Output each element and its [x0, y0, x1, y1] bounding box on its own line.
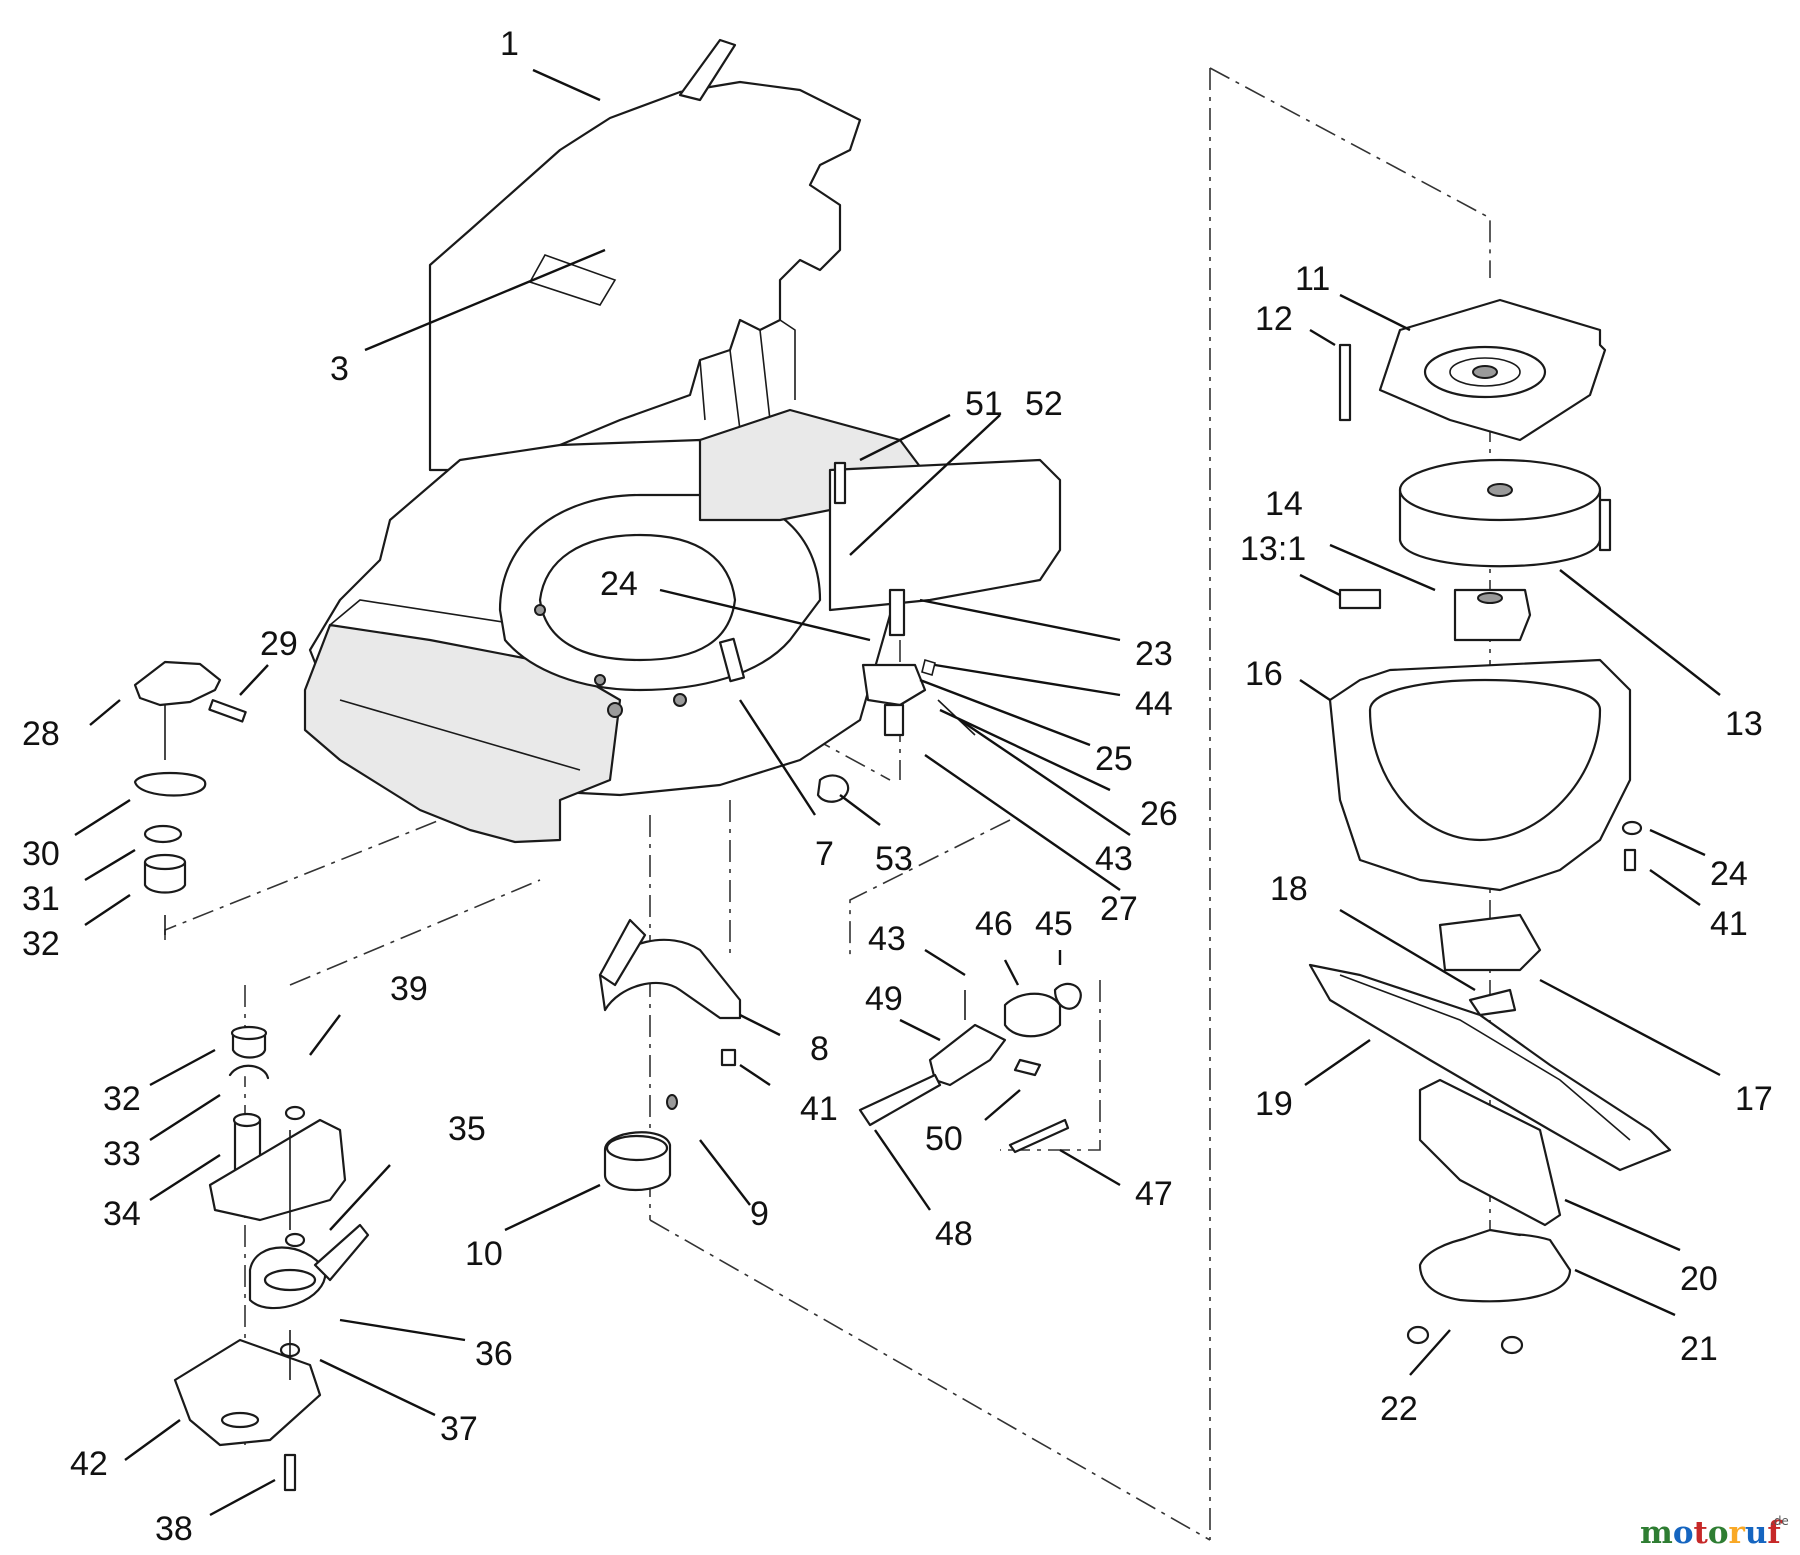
callout-44: 44 — [1135, 685, 1173, 723]
callout-8: 8 — [810, 1030, 829, 1068]
callout-26: 26 — [1140, 795, 1178, 833]
callout-labels: 1 3 51 52 24 23 29 28 44 25 26 30 31 32 … — [22, 25, 1773, 1548]
callout-43: 43 — [1095, 840, 1133, 878]
callout-24: 24 — [600, 565, 638, 603]
watermark-tld: .de — [1770, 1514, 1789, 1528]
belt-and-pulley-parts — [598, 918, 742, 1191]
deck-hardware — [718, 461, 976, 803]
callout-42: 42 — [70, 1445, 108, 1483]
callout-14: 14 — [1265, 485, 1303, 523]
height-adjuster-parts — [133, 660, 247, 935]
callout-13-1: 13:1 — [1240, 530, 1306, 568]
callout-35: 35 — [448, 1110, 486, 1148]
callout-36: 36 — [475, 1335, 513, 1373]
blade-housing-parts — [1308, 658, 1672, 1355]
callout-9: 9 — [750, 1195, 769, 1233]
callout-17: 17 — [1735, 1080, 1773, 1118]
dash-guides — [164, 67, 1491, 1541]
callout-41-b: 41 — [1710, 905, 1748, 943]
callout-38: 38 — [155, 1510, 193, 1548]
callout-52: 52 — [1025, 385, 1063, 423]
callout-49: 49 — [865, 980, 903, 1018]
callout-37: 37 — [440, 1410, 478, 1448]
callout-19: 19 — [1255, 1085, 1293, 1123]
callout-28: 28 — [22, 715, 60, 753]
callout-32-b: 32 — [103, 1080, 141, 1118]
callout-23: 23 — [1135, 635, 1173, 673]
callout-7: 7 — [815, 835, 834, 873]
callout-43-b: 43 — [868, 920, 906, 958]
callout-12: 12 — [1255, 300, 1293, 338]
callout-20: 20 — [1680, 1260, 1718, 1298]
callout-21: 21 — [1680, 1330, 1718, 1368]
callout-16: 16 — [1245, 655, 1283, 693]
callout-41: 41 — [800, 1090, 838, 1128]
callout-53: 53 — [875, 840, 913, 878]
callout-46: 46 — [975, 905, 1013, 943]
engine-assembly — [428, 38, 862, 472]
callout-48: 48 — [935, 1215, 973, 1253]
callout-33: 33 — [103, 1135, 141, 1173]
callout-45: 45 — [1035, 905, 1073, 943]
callout-50: 50 — [925, 1120, 963, 1158]
leader-lines — [74, 68, 1721, 1517]
callout-24-b: 24 — [1710, 855, 1748, 893]
callout-39: 39 — [390, 970, 428, 1008]
callout-11: 11 — [1295, 260, 1330, 298]
callout-10: 10 — [465, 1235, 503, 1273]
callout-34: 34 — [103, 1195, 141, 1233]
callout-27: 27 — [1100, 890, 1138, 928]
watermark-logo: motoruf .de — [1640, 1514, 1789, 1551]
mower-deck — [303, 408, 1062, 844]
callout-13: 13 — [1725, 705, 1763, 743]
brake-spring-parts — [858, 982, 1082, 1154]
callout-31: 31 — [22, 880, 60, 918]
callout-32: 32 — [22, 925, 60, 963]
callout-30: 30 — [22, 835, 60, 873]
callout-22: 22 — [1380, 1390, 1418, 1428]
callout-29: 29 — [260, 625, 298, 663]
blade-brake-clutch-parts — [1338, 298, 1612, 642]
callout-18: 18 — [1270, 870, 1308, 908]
callout-51: 51 — [965, 385, 1003, 423]
callout-3: 3 — [330, 350, 349, 388]
watermark-name: motoruf — [1640, 1515, 1782, 1551]
callout-1: 1 — [500, 25, 519, 63]
idler-assembly-parts — [173, 1025, 370, 1492]
callout-47: 47 — [1135, 1175, 1173, 1213]
callout-25: 25 — [1095, 740, 1133, 778]
